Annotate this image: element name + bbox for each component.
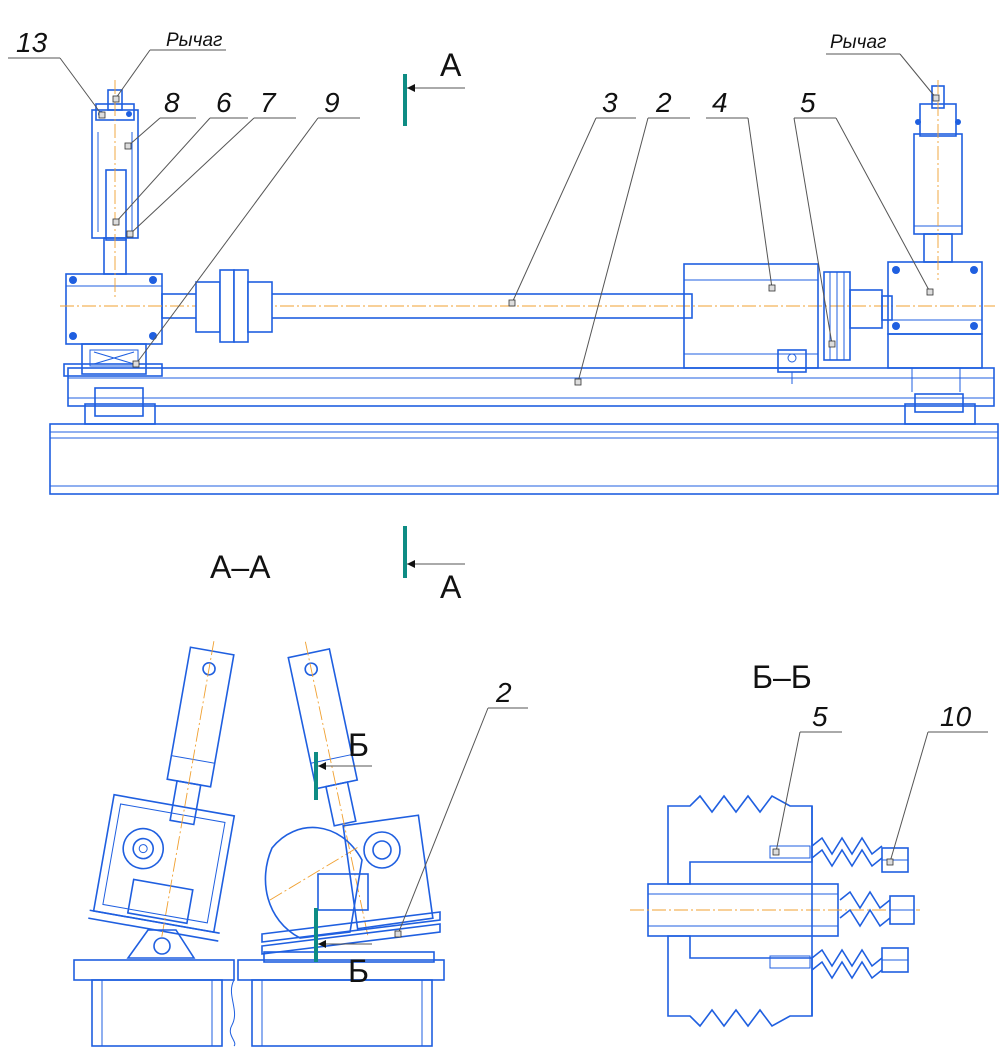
aa-base	[73, 959, 445, 1047]
section-aa-view: А–А А	[73, 526, 528, 1047]
label-5-top: 5	[800, 87, 816, 118]
section-b-letter-top: Б	[348, 727, 369, 763]
part-numbers: 13 Рычаг 8 6 7 9 3 2 4 5 Рычаг	[16, 27, 886, 118]
section-aa-title: А–А	[210, 549, 271, 585]
spring-top	[811, 836, 909, 873]
cut-plane-a-top: А	[403, 47, 465, 126]
right-lever-cylinder	[913, 80, 963, 280]
label-13: 13	[16, 27, 48, 58]
coupling	[195, 269, 273, 343]
label-2-top: 2	[655, 87, 672, 118]
aa-right-cylinder	[287, 641, 369, 936]
base-frame	[49, 423, 999, 495]
label-2-section: 2	[495, 677, 512, 708]
label-7: 7	[260, 87, 277, 118]
left-gearbox	[63, 273, 163, 377]
section-a-letter-bottom: А	[440, 569, 462, 605]
bb-springs	[811, 836, 915, 980]
label-lever-right: Рычаг	[830, 32, 886, 53]
spring-middle	[839, 890, 915, 928]
section-b-letter-bottom: Б	[348, 953, 369, 989]
label-5-detail: 5	[812, 701, 828, 732]
aa-right-unit	[261, 814, 441, 963]
pulley-part-5	[823, 271, 893, 361]
spring-bottom	[811, 947, 909, 980]
label-8: 8	[164, 87, 180, 118]
bb-pulley	[630, 794, 920, 1028]
label-lever-left: Рычаг	[166, 30, 222, 51]
label-6: 6	[216, 87, 232, 118]
section-bb-title: Б–Б	[752, 659, 812, 695]
label-3: 3	[602, 87, 618, 118]
label-4: 4	[712, 87, 728, 118]
cut-plane-b: Б Б	[314, 727, 372, 989]
section-a-letter-top: А	[440, 47, 462, 83]
motor-part-4	[683, 263, 819, 384]
aa-left-unit	[88, 793, 236, 942]
label-9: 9	[324, 87, 340, 118]
leader-lines	[8, 49, 940, 386]
right-gearbox	[887, 261, 983, 392]
main-view: А	[8, 27, 999, 495]
aa-left-support	[126, 929, 196, 959]
section-bb-view: Б–Б	[630, 659, 988, 1028]
frame-part-2	[67, 367, 995, 425]
aa-left-cylinder	[161, 641, 235, 937]
label-10: 10	[940, 701, 972, 732]
